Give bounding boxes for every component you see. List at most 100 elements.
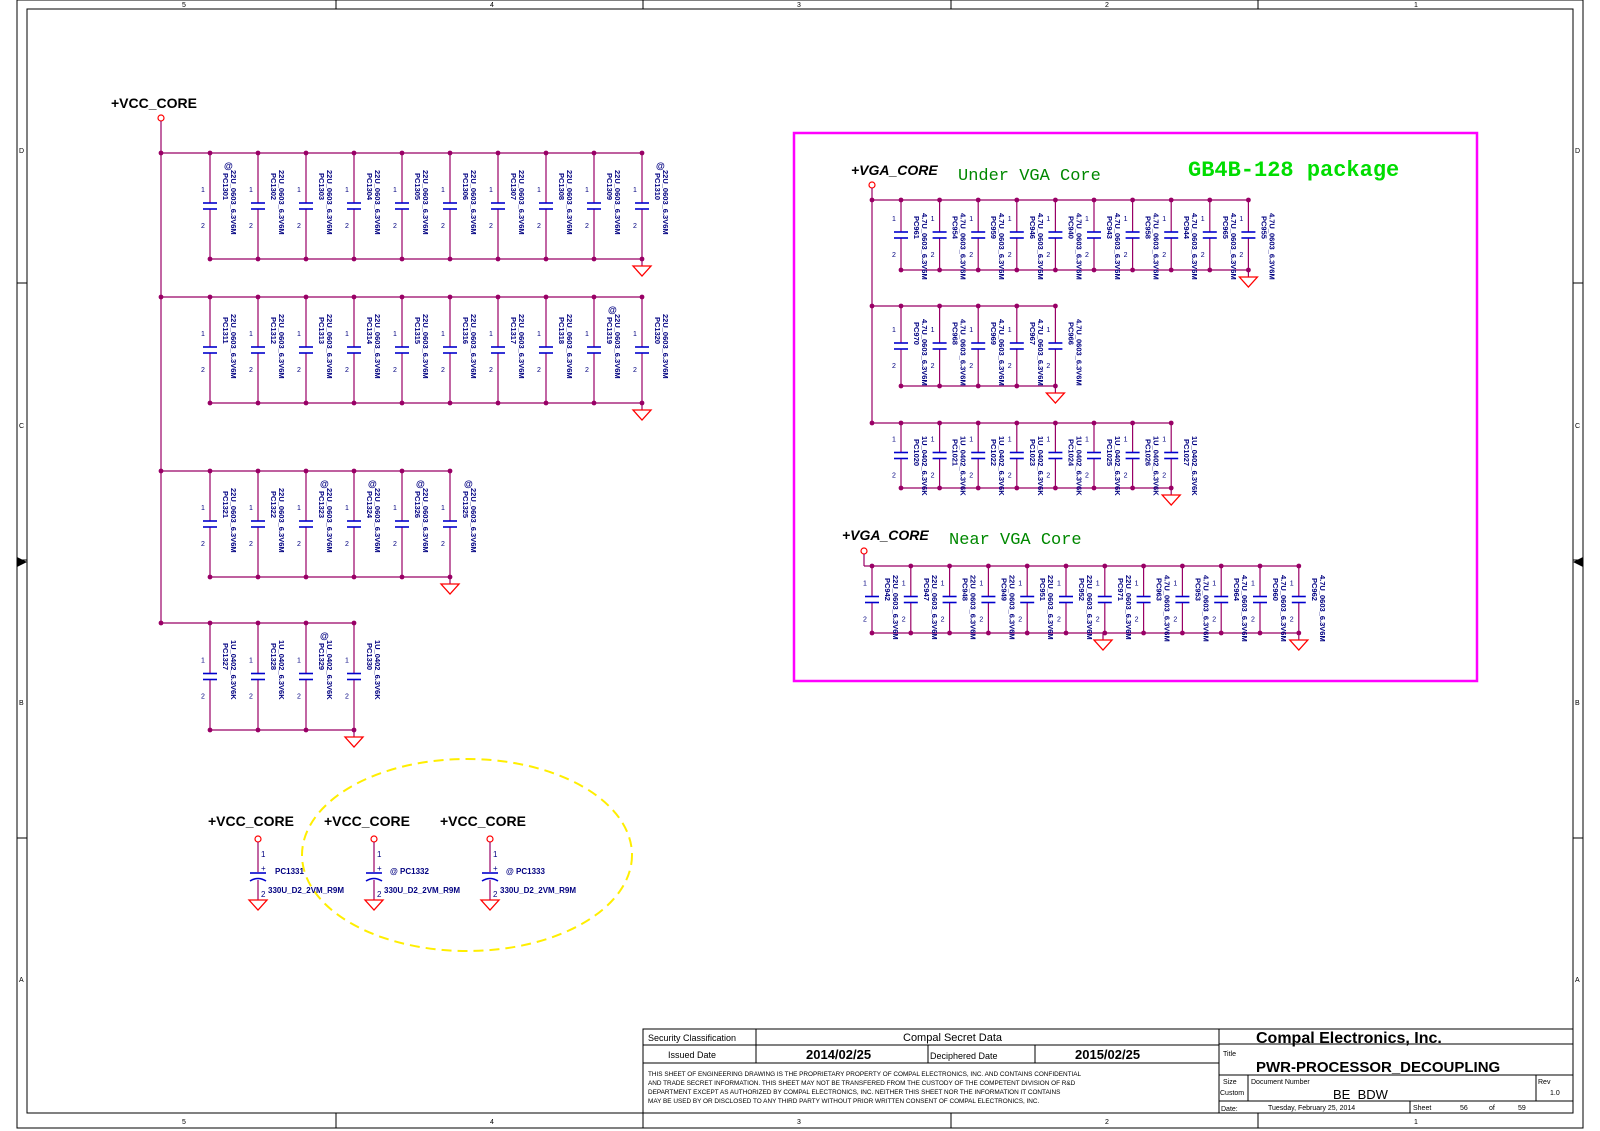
pin-number: 1 (1212, 581, 1216, 588)
sheet-number: 56 (1460, 1105, 1468, 1112)
cap-value: 22U_0603_6.3V6M (1007, 575, 1016, 640)
pin-number: 1 (892, 437, 896, 444)
pin-number: 1 (633, 331, 637, 338)
cap-ref: PC1305 (413, 173, 422, 200)
cap-ref: PC967 (1028, 322, 1037, 345)
ground-symbol (247, 899, 269, 911)
issued-date: 2014/02/25 (806, 1047, 871, 1062)
at-mark: @ (416, 479, 425, 489)
pin-number: 2 (377, 890, 382, 899)
cap-value: 22U_0603_6.3V6M (969, 575, 978, 640)
cap-value: 22U_0603_6.3V6M (277, 170, 286, 235)
cap-value: 4.7U_0603_6.3V6M (1279, 575, 1288, 642)
ground-symbol (343, 736, 365, 748)
cap-value: 22U_0603_6.3V6M (277, 488, 286, 553)
polarity-mark: + (377, 864, 382, 873)
pin-number: 1 (1046, 216, 1050, 223)
net-label-vcc-core: +VCC_CORE (111, 95, 197, 111)
cap-ref: PC1025 (1105, 439, 1114, 466)
pin-number: 2 (633, 223, 637, 230)
pin-number: 1 (201, 187, 205, 194)
cap-ref: PC1329 (317, 643, 326, 670)
cap-value: 22U_0603_6.3V6M (277, 314, 286, 379)
pin-number: 1 (249, 658, 253, 665)
cap-value: 22U_0603_6.3V6M (469, 314, 478, 379)
pin-number: 2 (1046, 473, 1050, 480)
cap-ref: PC964 (1232, 578, 1241, 602)
cap-value: 22U_0603_6.3V6M (373, 314, 382, 379)
pin-number: 2 (892, 363, 896, 370)
at-mark: @ (368, 479, 377, 489)
pin-number: 2 (931, 252, 935, 259)
net-pin (157, 114, 165, 122)
cap-ref: PC1322 (269, 491, 278, 518)
cap-ref: PC1313 (317, 317, 326, 344)
cap-value: 1U_0402_6.3V6K (1113, 436, 1122, 496)
pin-number: 1 (345, 331, 349, 338)
cap-ref: PC1310 (653, 173, 662, 200)
cap-value: 22U_0603_6.3V6M (229, 314, 238, 379)
net-pin (860, 547, 868, 555)
row-label: A (19, 977, 24, 984)
pin-number: 2 (297, 223, 301, 230)
cap-value: 1U_0402_6.3V6K (920, 436, 929, 496)
cap-ref: PC1319 (605, 317, 614, 344)
cap-value: 22U_0603_6.3V6M (373, 488, 382, 553)
issued-label: Issued Date (668, 1050, 716, 1060)
pin-number: 2 (393, 223, 397, 230)
net-label-vga-core-near: +VGA_CORE (842, 527, 929, 543)
cap-value: 1U_0402_6.3V6K (277, 640, 286, 700)
cap-ref: PC949 (999, 578, 1008, 601)
cap-value: 22U_0603_6.3V6M (421, 488, 430, 553)
pin-number: 1 (345, 187, 349, 194)
pin-number: 2 (969, 363, 973, 370)
pin-number: 1 (969, 437, 973, 444)
pin-number: 2 (863, 617, 867, 624)
cap-ref: PC962 (1310, 578, 1319, 601)
pin-number: 1 (393, 505, 397, 512)
cap-value: 22U_0603_6.3V6M (229, 170, 238, 235)
pin-number: 2 (249, 223, 253, 230)
pin-number: 2 (585, 367, 589, 374)
pin-number: 2 (1085, 252, 1089, 259)
pin-number: 2 (633, 367, 637, 374)
cap-value: 1U_0402_6.3V6K (959, 436, 968, 496)
cap-ref: PC1324 (365, 491, 374, 519)
cap-value: 4.7U_0603_6.3V6M (1240, 575, 1249, 642)
pin-number: 1 (201, 658, 205, 665)
pin-number: 2 (1124, 473, 1128, 480)
pin-number: 2 (249, 541, 253, 548)
cap-ref: PC946 (1028, 216, 1037, 239)
sheet-title: PWR-PROCESSOR_DECOUPLING (1256, 1059, 1500, 1076)
pin-number: 1 (441, 505, 445, 512)
column-label: 2 (1105, 2, 1109, 9)
cap-value: 4.7U_0603_6.3V6M (1036, 213, 1045, 280)
ground-symbol (479, 899, 501, 911)
pin-number: 2 (1008, 473, 1012, 480)
at-mark: @ (224, 161, 233, 171)
secret-label: Compal Secret Data (903, 1032, 1003, 1044)
cap-ref: PC1325 (461, 491, 470, 518)
pin-number: 1 (1173, 581, 1177, 588)
title-label: Title (1223, 1051, 1236, 1058)
pin-number: 2 (489, 223, 493, 230)
pin-number: 2 (345, 694, 349, 701)
